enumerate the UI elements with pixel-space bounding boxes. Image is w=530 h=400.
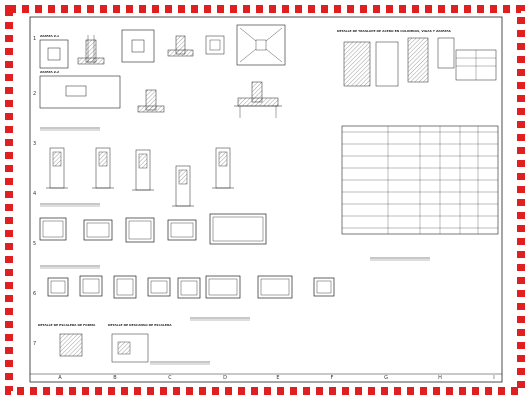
strip-footing-section — [137, 89, 165, 113]
beam-section — [209, 213, 267, 245]
stair-label-b: DETALLE DE DESCANSO DE ESCALERA — [108, 323, 172, 327]
beam-section — [113, 275, 137, 299]
zone-row-label: 7 — [33, 341, 36, 347]
column-section — [172, 165, 194, 207]
title-marker — [40, 127, 100, 131]
zone-row-label: 6 — [33, 291, 36, 297]
beam-section — [79, 275, 103, 297]
beam-section — [257, 275, 293, 299]
beam-section — [125, 217, 155, 243]
zone-row-labels: 1 2 3 4 5 6 7 — [33, 36, 36, 347]
zone-column-label: G — [384, 375, 388, 381]
rebar-schedule-tables — [341, 125, 499, 235]
zone-column-label: E — [276, 375, 279, 381]
zone-row-label: 2 — [33, 91, 36, 97]
column-section — [212, 147, 234, 189]
zone-row-label: 3 — [33, 141, 36, 147]
plan-title-2: ZAPATA Z-2 — [40, 70, 59, 74]
title-marker — [40, 203, 100, 207]
sheet-border — [5, 5, 525, 395]
beam-section — [147, 277, 171, 297]
beam-sections-row-2 — [47, 275, 335, 299]
beam-section — [167, 219, 197, 241]
zone-column-label: C — [168, 375, 172, 381]
beam-sections-row-1 — [39, 213, 267, 245]
zone-row-label: 5 — [33, 241, 36, 247]
section-title-markers — [40, 127, 430, 365]
column-section — [92, 147, 114, 189]
footing-plan-small-1: ZAPATA Z-1 — [39, 34, 69, 69]
beam-section — [177, 277, 201, 299]
foundation-section-center — [234, 81, 282, 118]
title-marker — [150, 361, 210, 365]
beam-section — [83, 219, 113, 241]
footing-plan-2 — [121, 29, 155, 63]
zone-row-label: 4 — [33, 191, 36, 197]
zone-column-label: A — [58, 375, 62, 381]
zone-column-label: D — [223, 375, 227, 381]
zone-column-label: I — [493, 375, 494, 381]
beam-section — [47, 277, 69, 297]
plan-title-1: ZAPATA Z-1 — [40, 34, 59, 38]
beam-section — [39, 217, 67, 241]
footing-plan-3 — [205, 35, 225, 55]
footing-section-2 — [167, 35, 194, 57]
column-sections-row — [46, 147, 234, 207]
zone-row-label: 1 — [33, 36, 36, 42]
title-marker — [190, 317, 250, 321]
zone-column-label: F — [331, 375, 334, 381]
title-marker — [40, 265, 100, 269]
overlap-detail-group: DETALLE DE TRASLAPE DE ACERO EN COLUMNAS… — [337, 29, 497, 87]
column-section — [132, 149, 154, 191]
footing-section-1 — [77, 35, 105, 65]
footing-plan-large — [236, 24, 286, 66]
beam-section — [205, 275, 241, 299]
zone-column-labels: A B C D E F G H I — [30, 373, 502, 381]
title-marker — [370, 257, 430, 261]
column-section — [46, 147, 68, 189]
strip-footing-plan: ZAPATA Z-2 — [39, 70, 121, 109]
zone-column-label: H — [438, 375, 442, 381]
beam-section — [313, 277, 335, 297]
stair-label-a: DETALLE DE ESCALERA DE FORMA — [38, 323, 96, 327]
overlap-detail-header: DETALLE DE TRASLAPE DE ACERO EN COLUMNAS… — [337, 29, 451, 33]
stair-detail-group: DETALLE DE ESCALERA DE FORMA DETALLE DE … — [38, 323, 172, 363]
zone-column-label: B — [113, 375, 117, 381]
